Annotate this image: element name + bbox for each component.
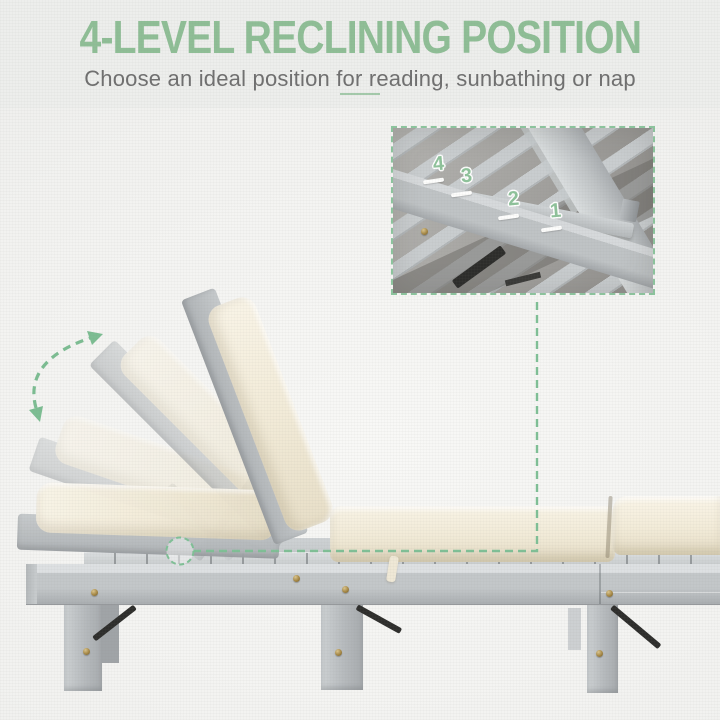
backrest-cushion [35,482,278,541]
frame-front-rail [393,168,653,293]
position-label-1: 1 [549,199,563,223]
backrest-position-1-flat [16,482,289,559]
screw [342,586,349,593]
position-label-4: 4 [432,152,446,176]
chair-leg-front-right [587,605,618,693]
position-label-3: 3 [460,164,474,188]
screw [91,589,98,596]
screw [293,575,300,582]
black-metal-bracket [504,271,542,287]
screw [606,590,613,597]
screw [596,650,603,657]
page-title: 4-LEVEL RECLINING POSITION [0,14,720,60]
chair-leg-front-left [64,603,102,691]
screw [335,649,342,656]
leg-rest-cushion [613,496,720,555]
page-title-text: 4-LEVEL RECLINING POSITION [79,11,641,63]
frame-rail-grain-line [601,592,720,593]
screw [421,228,428,235]
frame-rail-end-cap [26,564,37,604]
seat-cushion [330,506,615,562]
position-label-2: 2 [507,187,521,211]
subtitle-underline [340,93,380,95]
adjuster-arm-end-block [619,198,640,223]
backrest-frame-edge [527,128,653,293]
screw [83,648,90,655]
mechanism-photo [393,128,653,293]
frame-side-rail [26,564,720,604]
black-metal-bracket [451,245,507,289]
page-subtitle: Choose an ideal position for reading, su… [84,66,636,91]
chair-leg-mid-left [321,603,363,690]
recline-adjuster-arm [409,180,635,239]
frame-rail-joint [599,564,601,604]
header-band [0,0,720,108]
chair-leg-rear-right [568,608,581,650]
mechanism-inset: 4 3 2 1 [391,126,655,295]
